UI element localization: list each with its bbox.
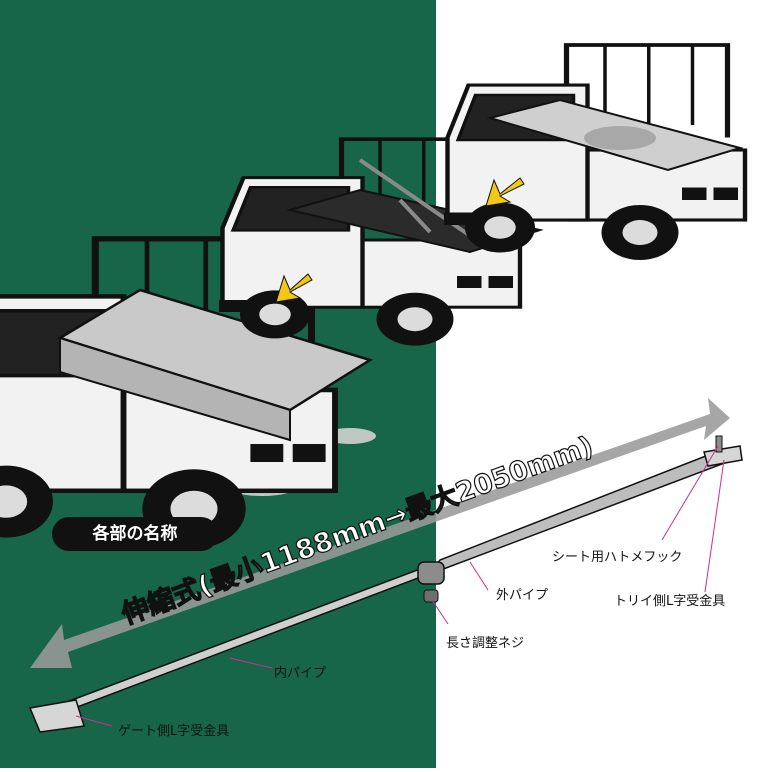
tory-side-l-bracket (703, 445, 743, 467)
tarp-sag (584, 126, 656, 150)
tarp-pole-diagonal (398, 198, 432, 234)
extension-arrow-icon (30, 398, 730, 668)
truck-covered-back (444, 45, 745, 260)
label-gate-side-bracket: ゲート側L字受金具 (118, 724, 230, 739)
tarp-pole (28, 435, 743, 733)
label-hook: シート用ハトメフック (552, 550, 683, 565)
tarp-pole-diagonal (358, 158, 487, 248)
label-tory-side-bracket: トリイ側L字受金具 (614, 594, 726, 609)
label-length-screw: 長さ調整ネジ (446, 636, 525, 651)
eyelet-hook-icon (715, 435, 723, 453)
tarp-side (59, 336, 291, 442)
length-adjust-screw-icon (423, 589, 439, 603)
gate-side-l-bracket (28, 699, 85, 733)
label-inner-pipe: 内パイプ (274, 666, 327, 681)
length-adjust-collar (417, 561, 445, 585)
leader-lines (75, 445, 725, 727)
yellow-arrow-icon (275, 273, 313, 303)
yellow-arrow-icon (485, 177, 525, 207)
truck-covered-front (0, 239, 373, 549)
section-label-badge: 各部の名称 (52, 517, 218, 551)
label-outer-pipe: 外パイプ (496, 588, 549, 603)
